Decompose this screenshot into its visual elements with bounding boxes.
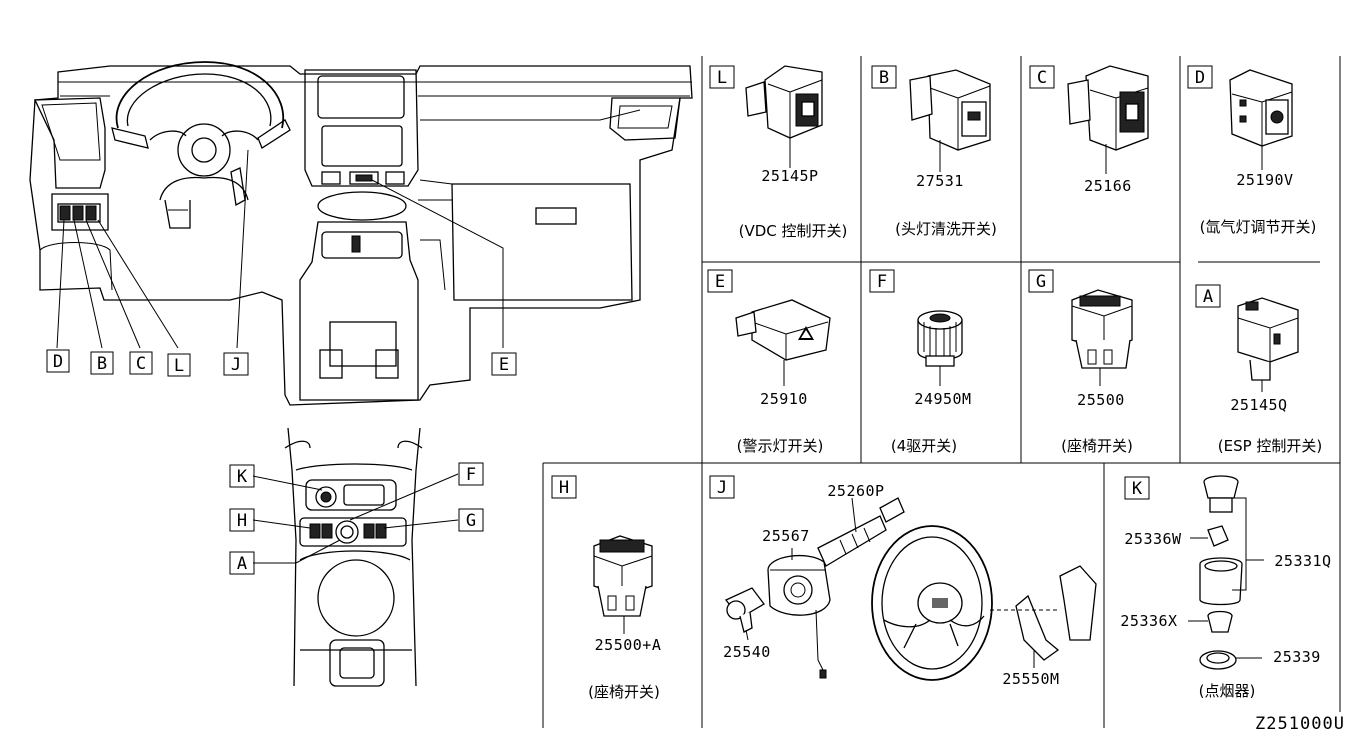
panel-d-letter: D bbox=[1195, 68, 1205, 88]
dashboard-callouts: D B C L J E bbox=[46, 349, 517, 377]
callout-c: C bbox=[136, 354, 146, 374]
seat-switch-g-drawing bbox=[1071, 289, 1133, 386]
panel-e: E 25910 (警示灯开关) bbox=[707, 269, 831, 455]
desc-vdc-switch: (VDC 控制开关) bbox=[739, 222, 848, 240]
vdc-switch-drawing bbox=[745, 65, 823, 168]
panel-g-letter: G bbox=[1036, 272, 1046, 292]
panel-f-letter: F bbox=[877, 272, 887, 292]
cigarette-lighter-drawing bbox=[1188, 475, 1264, 670]
callout-l: L bbox=[174, 356, 184, 376]
panel-grid bbox=[542, 56, 1341, 728]
panel-h-letter: H bbox=[559, 478, 569, 498]
part-number-24950m: 24950M bbox=[914, 390, 971, 408]
part-number-25336x: 25336X bbox=[1120, 612, 1177, 630]
desc-seat-switch-g: (座椅开关) bbox=[1061, 437, 1133, 455]
panel-l-letter: L bbox=[717, 68, 727, 88]
part-number-25260p: 25260P bbox=[827, 482, 884, 500]
panel-l: L 25145P (VDC 控制开关) bbox=[709, 65, 848, 240]
panel-e-letter: E bbox=[715, 272, 725, 292]
steering-column-parts-drawing bbox=[724, 497, 1097, 681]
callout-a: A bbox=[237, 554, 247, 574]
callout-f: F bbox=[466, 465, 476, 485]
desc-xenon-leveling-switch: (氙气灯调节开关) bbox=[1200, 218, 1317, 236]
esp-switch-drawing bbox=[1237, 297, 1299, 392]
panel-b: B 27531 (头灯清洗开关) bbox=[871, 65, 997, 238]
desc-headlamp-washer-switch: (头灯清洗开关) bbox=[895, 220, 997, 238]
part-number-25910: 25910 bbox=[760, 390, 808, 408]
part-number-25336w: 25336W bbox=[1124, 530, 1182, 548]
part-number-25166: 25166 bbox=[1084, 177, 1132, 195]
panel-j: J bbox=[709, 475, 1097, 688]
4wd-knob-drawing bbox=[917, 310, 963, 386]
panel-c-letter: C bbox=[1037, 68, 1047, 88]
panel-a: A 25145Q (ESP 控制开关) bbox=[1195, 284, 1323, 455]
desc-4wd-switch: (4驱开关) bbox=[891, 437, 957, 455]
panel-h: H 25500+A (座椅开关) bbox=[551, 475, 662, 701]
panel-a-letter: A bbox=[1203, 287, 1213, 307]
panel-f: F 24950M (4驱开关) bbox=[869, 269, 971, 455]
desc-esp-switch: (ESP 控制开关) bbox=[1218, 437, 1323, 455]
part-number-25145q: 25145Q bbox=[1230, 396, 1287, 414]
headlamp-washer-switch-drawing bbox=[909, 69, 991, 172]
callout-h: H bbox=[237, 511, 247, 531]
part-number-25567: 25567 bbox=[762, 527, 810, 545]
callout-e: E bbox=[499, 355, 509, 375]
dashboard-overview bbox=[29, 61, 693, 406]
desc-hazard-switch: (警示灯开关) bbox=[737, 437, 824, 455]
part-number-27531: 27531 bbox=[916, 172, 964, 190]
seat-switch-h-drawing bbox=[593, 535, 653, 634]
callout-k: K bbox=[237, 467, 248, 487]
callout-j: J bbox=[231, 355, 241, 375]
part-number-25331q: 25331Q bbox=[1274, 552, 1331, 570]
callout-g: G bbox=[466, 511, 476, 531]
panel-k: K 25336W 25331Q 25336X 25339 (点烟器) bbox=[1120, 475, 1331, 700]
desc-seat-switch-h: (座椅开关) bbox=[588, 683, 660, 701]
panel-g: G 25500 (座椅开关) bbox=[1028, 269, 1133, 455]
panel-d: D 25190V (氙气灯调节开关) bbox=[1187, 65, 1317, 236]
callout-b: B bbox=[97, 354, 107, 374]
part-number-25145p: 25145P bbox=[761, 167, 818, 185]
part-number-25500: 25500 bbox=[1077, 391, 1125, 409]
part-number-25190v: 25190V bbox=[1236, 171, 1293, 189]
switch-25166-drawing bbox=[1067, 65, 1149, 174]
panel-c: C 25166 bbox=[1029, 65, 1149, 195]
part-number-25339: 25339 bbox=[1273, 648, 1321, 666]
diagram-code: Z251000U bbox=[1255, 714, 1345, 734]
console-callouts: K F H G A bbox=[229, 462, 484, 575]
panel-k-letter: K bbox=[1132, 479, 1143, 499]
part-number-25500-a: 25500+A bbox=[595, 636, 662, 654]
part-number-25550m: 25550M bbox=[1002, 670, 1059, 688]
hazard-switch-drawing bbox=[735, 299, 831, 386]
panel-b-letter: B bbox=[879, 68, 889, 88]
console-overview bbox=[252, 427, 459, 687]
part-number-25540: 25540 bbox=[723, 643, 771, 661]
callout-d: D bbox=[53, 352, 63, 372]
xenon-leveling-switch-drawing bbox=[1229, 69, 1293, 170]
panel-j-letter: J bbox=[717, 478, 727, 498]
desc-cigarette-lighter: (点烟器) bbox=[1199, 682, 1256, 700]
